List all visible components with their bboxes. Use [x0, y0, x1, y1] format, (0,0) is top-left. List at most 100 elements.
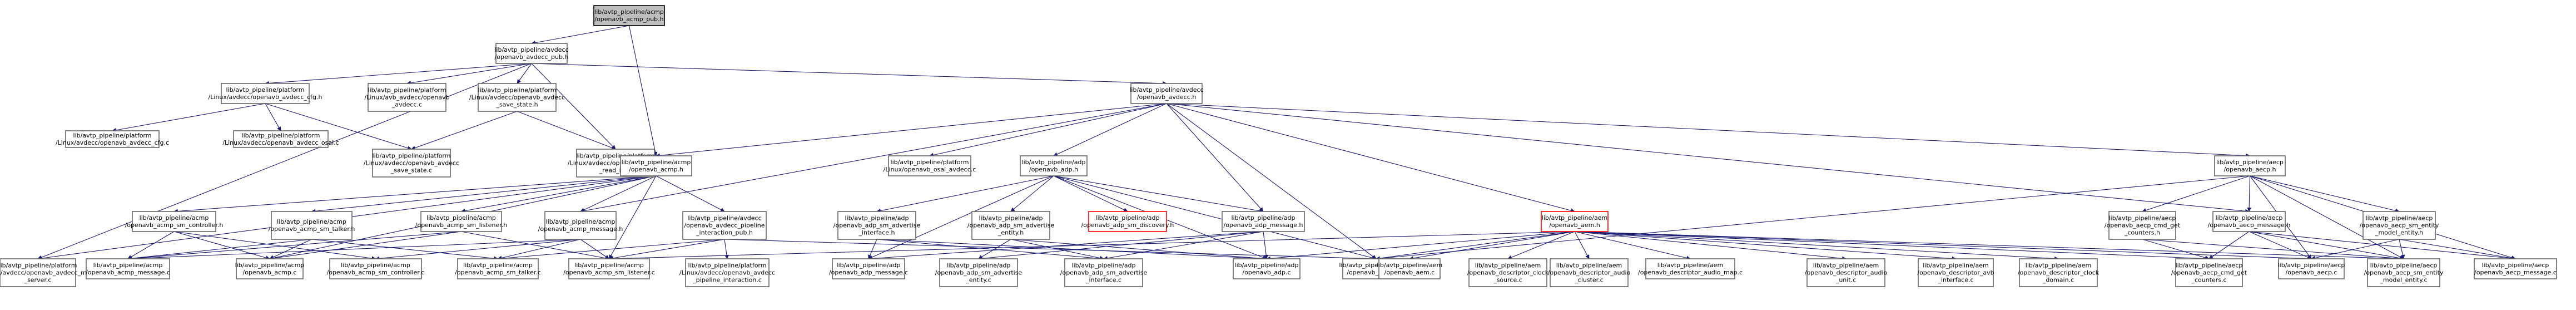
node-label-line: lib/avtp_pipeline/platform	[891, 159, 969, 166]
node-box	[1130, 83, 1203, 104]
graph-node-desc-audio-unit-c[interactable]: lib/avtp_pipeline/aem/openavb_descriptor…	[1805, 258, 1888, 287]
edge-adp_h-to-adp_sm_adv_entity_h	[1010, 175, 1054, 212]
edge-avdecc_h-to-osal_avdecc_c	[929, 103, 1167, 158]
node-label-line: _avdecc.c	[391, 101, 422, 109]
graph-node-save-state-c[interactable]: lib/avtp_pipeline/platform/Linux/avdecc/…	[364, 149, 459, 178]
node-box	[65, 130, 160, 148]
graph-node-desc-audio-cluster-c[interactable]: lib/avtp_pipeline/aem/openavb_descriptor…	[1548, 258, 1631, 287]
graph-node-adp-sm-adv-iface-h[interactable]: lib/avtp_pipeline/adp/openavb_adp_sm_adv…	[833, 211, 921, 240]
graph-node-osal-avdecc-c[interactable]: lib/avtp_pipeline/platform/Linux/openavb…	[884, 155, 976, 176]
edge-save_state_h-to-save_state_c	[411, 111, 518, 150]
edge-avdecc_cfg-to-save_state_c	[265, 103, 412, 150]
edge-adp_message_h-to-adp_sm_adv_iface_c	[1103, 231, 1264, 260]
node-label-line: lib/avtp_pipeline/acmp	[463, 262, 533, 269]
graph-node-acmp-h[interactable]: lib/avtp_pipeline/acmp/openavb_acmp.h	[620, 155, 692, 176]
edge-avdecc_h-to-adp_h	[1053, 103, 1167, 156]
edge-aecp_sm_entity_model_h-to-aecp_sm_entity_model_c	[2399, 239, 2405, 259]
graph-node-adp-sm-discovery-h[interactable]: lib/avtp_pipeline/adp/openavb_adp_sm_dis…	[1081, 211, 1174, 232]
node-label-line: /openavb_descriptor_audio_map.c	[1638, 269, 1743, 276]
graph-node-acmp-sm-listener-c[interactable]: lib/avtp_pipeline/acmp/openavb_acmp_sm_l…	[563, 258, 655, 279]
graph-node-desc-avb-iface-c[interactable]: lib/avtp_pipeline/aem/openavb_descriptor…	[1917, 258, 1994, 287]
graph-node-acmp-sm-talker-h[interactable]: lib/avtp_pipeline/acmp/openavb_acmp_sm_t…	[269, 211, 355, 240]
node-label-line: /Linux/avdecc/openavb_avdecc_osal.c	[222, 139, 339, 146]
edge-acmp_message_h-to-acmp_sm_listener_c	[580, 239, 610, 259]
graph-node-osal-c[interactable]: lib/avtp_pipeline/platform/Linux/avdecc/…	[222, 130, 339, 148]
edge-acmp_sm_talker_h-to-acmp_message_c	[127, 239, 312, 261]
graph-node-save-state-h[interactable]: lib/avtp_pipeline/platform/Linux/avdecc/…	[469, 83, 565, 112]
graph-node-adp-sm-adv-iface-c[interactable]: lib/avtp_pipeline/adp/openavb_adp_sm_adv…	[1060, 258, 1148, 287]
graph-node-adp-c[interactable]: lib/avtp_pipeline/adp/openavb_adp.c	[1233, 258, 1301, 279]
edge-acmp_h-to-acmp_sm_listener_h	[460, 175, 657, 213]
node-label-line: /openavb_adp_sm_discovery.h	[1081, 222, 1174, 229]
graph-node-acmp-c[interactable]: lib/avtp_pipeline/acmp/openavb_acmp.c	[235, 258, 305, 279]
node-label-line: lib/avtp_pipeline/acmp	[594, 8, 664, 16]
graph-node-aecp-sm-entity-model-c[interactable]: lib/avtp_pipeline/aecp/openavb_aecp_sm_e…	[2364, 258, 2444, 287]
edge-aecp_h-to-aecp_message_h	[2247, 175, 2252, 212]
edge-acmp_message_h-to-acmp_sm_talker_c	[497, 239, 581, 260]
node-label-line: lib/avtp_pipeline/platform	[368, 87, 446, 94]
node-label-line: _save_state.h	[495, 101, 538, 109]
graph-node-acmp-message-h[interactable]: lib/avtp_pipeline/acmp/openavb_acmp_mess…	[538, 211, 623, 240]
graph-node-acmp-sm-talker-c[interactable]: lib/avtp_pipeline/acmp/openavb_acmp_sm_t…	[455, 258, 541, 279]
node-box	[1378, 258, 1441, 279]
graph-node-avdecc-c-a[interactable]: lib/avtp_pipeline/platform/Linux/avb_avd…	[364, 83, 450, 112]
node-label-line: lib/avtp_pipeline/aecp	[2109, 215, 2176, 222]
node-box	[939, 258, 1018, 287]
node-label-line: _cluster.c	[1574, 277, 1603, 284]
graph-node-desc-clock-domain-c[interactable]: lib/avtp_pipeline/aem/openavb_descriptor…	[2018, 258, 2099, 287]
graph-node-aecp-sm-entity-model-h[interactable]: lib/avtp_pipeline/aecp/openavb_aecp_sm_e…	[2360, 211, 2439, 240]
graph-node-adp-h[interactable]: lib/avtp_pipeline/adp/openavb_adp.h	[1020, 155, 1088, 176]
edge-adp_sm_adv_entity_h-to-adp_sm_adv_iface_c	[1010, 239, 1104, 260]
graph-node-aem-h[interactable]: lib/avtp_pipeline/aem/openavb_aem.h	[1541, 211, 1609, 232]
edge-aecp_message_h-to-aecp_sm_entity_model_c	[2249, 231, 2404, 260]
edge-acmp_sm_ctrl_h-to-acmp_c	[173, 231, 270, 260]
graph-node-aecp-message-c[interactable]: lib/avtp_pipeline/aecp/openavb_aecp_mess…	[2474, 258, 2557, 279]
graph-node-pipeline-interaction-pub[interactable]: lib/avtp_pipeline/avdecc/openavb_avdecc_…	[682, 211, 767, 240]
graph-node-aecp-c[interactable]: lib/avtp_pipeline/aecp/openavb_aecp.c	[2278, 258, 2345, 279]
graph-node-aem-c[interactable]: lib/avtp_pipeline/aem/openavb_aem.c	[1377, 258, 1442, 279]
node-label-line: /openavb_acmp_message.h	[538, 225, 623, 233]
graph-node-pipeline-interaction-c[interactable]: lib/avtp_pipeline/platform/Linux/avdecc/…	[679, 258, 775, 287]
node-label-line: lib/avtp_pipeline/platform	[0, 262, 77, 269]
graph-node-acmp-sm-listener-h[interactable]: lib/avtp_pipeline/acmp/openavb_acmp_sm_l…	[415, 211, 507, 232]
node-label-line: /Linux/openavb_osal_avdecc.c	[884, 166, 976, 173]
node-label-line: lib/avtp_pipeline/aem	[1475, 262, 1541, 269]
graph-node-msg-server-c[interactable]: lib/avtp_pipeline/platform/Linux/avdecc/…	[0, 258, 94, 287]
node-label-line: lib/avtp_pipeline/aem	[2026, 262, 2091, 269]
node-box	[837, 211, 916, 240]
node-label-line: lib/avtp_pipeline/aecp	[2216, 214, 2283, 222]
edge-aem_h-to-aecp_cmd_get_counters_c	[1574, 231, 2210, 261]
node-label-line: /Linux/avdecc/openavb_avdecc	[469, 94, 565, 101]
graph-node-acmp-pub[interactable]: lib/avtp_pipeline/acmp/openavb_acmp_pub.…	[593, 5, 665, 26]
node-label-line: /openavb_aecp_message.c	[2474, 269, 2557, 276]
edge-avdecc_pub-to-save_state_h	[517, 63, 532, 84]
edge-aecp_sm_entity_model_h-to-aecp_message_c	[2399, 239, 2516, 260]
graph-node-adp-sm-adv-entity-c[interactable]: lib/avtp_pipeline/adp/openavb_adp_sm_adv…	[935, 258, 1023, 287]
graph-node-adp-message-h[interactable]: lib/avtp_pipeline/adp/openavb_adp_messag…	[1222, 211, 1305, 232]
node-label-line: _counters.c	[2191, 277, 2226, 284]
graph-node-desc-audio-map-c[interactable]: lib/avtp_pipeline/aem/openavb_descriptor…	[1638, 258, 1743, 279]
edge-adp_sm_adv_iface_h-to-adp_message_c	[868, 239, 877, 259]
graph-node-adp-message-c[interactable]: lib/avtp_pipeline/adp/openavb_adp_messag…	[829, 258, 908, 279]
graph-node-aecp-message-h[interactable]: lib/avtp_pipeline/aecp/openavb_aecp_mess…	[2208, 211, 2291, 232]
graph-node-aecp-cmd-get-counters-c[interactable]: lib/avtp_pipeline/aecp/openavb_aecp_cmd_…	[2171, 258, 2247, 287]
graph-node-acmp-sm-ctrl-h[interactable]: lib/avtp_pipeline/acmp/openavb_acmp_sm_c…	[125, 211, 224, 232]
node-label-line: lib/avtp_pipeline/adp	[1072, 262, 1136, 269]
graph-node-avdecc-pub[interactable]: lib/avtp_pipeline/avdecc/openavb_avdecc_…	[494, 43, 569, 64]
graph-node-avdecc-h[interactable]: lib/avtp_pipeline/avdecc/openavb_avdecc.…	[1129, 83, 1204, 104]
node-box	[593, 5, 665, 26]
node-label-line: lib/avtp_pipeline/avdecc	[494, 46, 568, 53]
node-box	[368, 83, 446, 112]
graph-node-acmp-message-c[interactable]: lib/avtp_pipeline/acmp/openavb_acmp_mess…	[86, 258, 170, 279]
edge-adp_sm_adv_entity_h-to-adp_c	[1010, 239, 1267, 261]
graph-node-avdecc-cfg[interactable]: lib/avtp_pipeline/platform/Linux/avdecc/…	[208, 83, 322, 104]
node-label-line: lib/avtp_pipeline/aecp	[2370, 262, 2438, 269]
graph-node-aecp-cmd-get-counters-h[interactable]: lib/avtp_pipeline/aecp/openavb_aecp_cmd_…	[2105, 211, 2181, 240]
graph-node-aecp-h[interactable]: lib/avtp_pipeline/aecp/openavb_aecp.h	[2214, 155, 2286, 176]
graph-node-cfg-c[interactable]: lib/avtp_pipeline/platform/Linux/avdecc/…	[56, 130, 169, 148]
graph-node-adp-sm-adv-entity-h[interactable]: lib/avtp_pipeline/adp/openavb_adp_sm_adv…	[967, 211, 1055, 240]
graph-node-desc-clock-source-c[interactable]: lib/avtp_pipeline/aem/openavb_descriptor…	[1467, 258, 1549, 287]
graph-node-acmp-sm-ctrl-c[interactable]: lib/avtp_pipeline/acmp/openavb_acmp_sm_c…	[327, 258, 425, 279]
edge-adp_h-to-adp_sm_adv_iface_h	[876, 175, 1054, 213]
node-label-line: lib/avtp_pipeline/avdecc	[687, 215, 761, 222]
